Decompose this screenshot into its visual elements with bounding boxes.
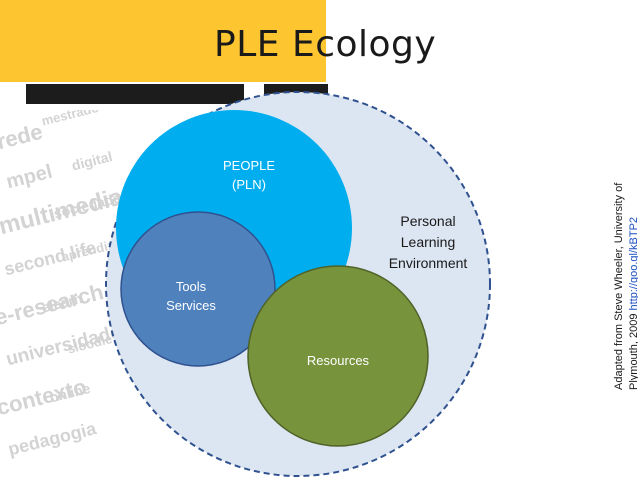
header-yellow-block bbox=[0, 0, 326, 82]
credit-line1: Adapted from Steve Wheeler, University o… bbox=[613, 182, 625, 390]
tools-label-line2: Services bbox=[166, 298, 216, 313]
tools-services-label: Tools Services bbox=[156, 277, 226, 315]
ple-label-line2: Learning bbox=[400, 234, 456, 250]
attribution-credit: Adapted from Steve Wheeler, University o… bbox=[612, 183, 638, 390]
resources-label: Resources bbox=[306, 353, 370, 368]
slide-title: PLE Ecology bbox=[214, 24, 437, 65]
ple-label-line1: Personal bbox=[400, 213, 456, 229]
header-black-bar bbox=[26, 84, 244, 104]
ple-label-line3: Environment bbox=[388, 255, 468, 271]
people-label-line1: PEOPLE bbox=[222, 158, 276, 173]
credit-link[interactable]: http://goo.gl/kBTP2 bbox=[628, 216, 638, 311]
credit-line2-prefix: Plymouth, 2009 bbox=[628, 313, 638, 390]
tools-services-circle bbox=[120, 211, 276, 367]
personal-learning-environment-label: Personal Learning Environment bbox=[370, 211, 486, 274]
resources-circle bbox=[247, 265, 429, 447]
credit-line2: Plymouth, 2009 http://goo.gl/kBTP2 bbox=[627, 183, 638, 390]
tools-label-line1: Tools bbox=[175, 279, 207, 294]
people-label: PEOPLE (PLN) bbox=[204, 156, 294, 194]
people-label-line2: (PLN) bbox=[232, 177, 266, 192]
